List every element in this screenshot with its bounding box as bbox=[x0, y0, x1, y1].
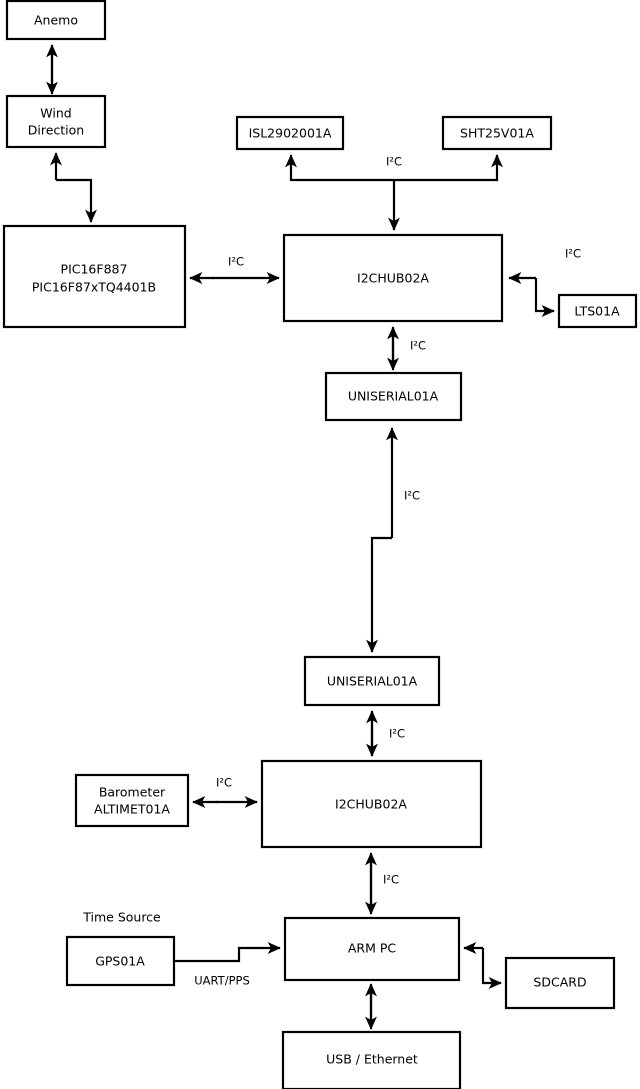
edge-label-i2c-hub-top-sensors: I²C bbox=[386, 155, 402, 169]
node-label-pic-line2: PIC16F87xTQ4401B bbox=[32, 280, 156, 295]
label-time-source: Time Source bbox=[82, 910, 161, 925]
node-label-uniserial01a-bottom: UNISERIAL01A bbox=[327, 674, 418, 689]
node-anemo[interactable]: Anemo bbox=[5, 0, 107, 41]
connection-hub-top-lts bbox=[508, 272, 555, 317]
connection-wind-pic bbox=[50, 152, 97, 223]
node-label-sht25v01a: SHT25V01A bbox=[460, 126, 534, 141]
edge-label-uart-pps: UART/PPS bbox=[194, 974, 250, 988]
node-uniserial01a-top[interactable]: UNISERIAL01A bbox=[324, 371, 463, 422]
node-label-wind-direction-line1: Wind bbox=[40, 106, 71, 121]
node-label-sdcard: SDCARD bbox=[533, 975, 586, 990]
edge-label-i2c-barometer-hub: I²C bbox=[216, 776, 232, 790]
edge-label-i2c-uniserial-link: I²C bbox=[404, 489, 420, 503]
edge-label-i2c-hub-uniserial-top: I²C bbox=[410, 339, 426, 353]
node-barometer[interactable]: Barometer ALTIMET01A bbox=[74, 773, 190, 828]
node-label-arm-pc: ARM PC bbox=[348, 941, 397, 956]
connection-hub-top-sensors bbox=[285, 154, 503, 231]
connection-gps-armpc bbox=[174, 942, 281, 963]
node-sht25v01a[interactable]: SHT25V01A bbox=[441, 115, 553, 151]
node-gps01a[interactable]: GPS01A bbox=[65, 935, 176, 987]
node-label-wind-direction-line2: Direction bbox=[28, 123, 84, 138]
node-wind-direction[interactable]: Wind Direction bbox=[5, 94, 107, 149]
node-label-usb-ethernet: USB / Ethernet bbox=[326, 1052, 418, 1067]
node-label-barometer-line1: Barometer bbox=[99, 785, 166, 800]
node-arm-pc[interactable]: ARM PC bbox=[283, 916, 461, 982]
edge-label-i2c-pic-hub: I²C bbox=[228, 255, 244, 269]
node-label-anemo: Anemo bbox=[34, 13, 78, 28]
node-lts01a[interactable]: LTS01A bbox=[557, 293, 638, 329]
node-i2chub02a-bottom[interactable]: I2CHUB02A bbox=[260, 759, 483, 849]
node-usb-ethernet[interactable]: USB / Ethernet bbox=[281, 1030, 462, 1089]
edge-label-i2c-hub-lts: I²C bbox=[565, 247, 581, 261]
node-label-i2chub02a-bottom: I2CHUB02A bbox=[335, 797, 407, 812]
node-label-pic-line1: PIC16F887 bbox=[61, 262, 128, 277]
edge-labels-layer: I²C I²C I²C I²C I²C I²C I²C I²C UART/PPS bbox=[194, 155, 581, 988]
node-label-i2chub02a-top: I2CHUB02A bbox=[357, 271, 429, 286]
edge-label-i2c-hub-armpc: I²C bbox=[383, 873, 399, 887]
edge-label-i2c-uniserial-hub-bot: I²C bbox=[389, 727, 405, 741]
node-label-barometer-line2: ALTIMET01A bbox=[94, 802, 170, 817]
connections-layer bbox=[46, 44, 555, 1030]
connection-uniserial-link bbox=[366, 427, 398, 653]
node-sdcard[interactable]: SDCARD bbox=[504, 956, 616, 1010]
node-label-isl2902001a: ISL2902001A bbox=[249, 126, 332, 141]
node-label-uniserial01a-top: UNISERIAL01A bbox=[348, 389, 439, 404]
node-label-gps01a: GPS01A bbox=[95, 954, 145, 969]
node-uniserial01a-bottom[interactable]: UNISERIAL01A bbox=[303, 655, 441, 707]
node-pic-microcontroller[interactable]: PIC16F887 PIC16F87xTQ4401B bbox=[2, 224, 187, 329]
node-label-lts01a: LTS01A bbox=[574, 304, 620, 319]
node-isl2902001a[interactable]: ISL2902001A bbox=[235, 115, 345, 151]
node-i2chub02a-top[interactable]: I2CHUB02A bbox=[282, 233, 504, 323]
free-labels-layer: Time Source bbox=[82, 910, 161, 925]
connection-armpc-sdcard bbox=[463, 942, 502, 989]
